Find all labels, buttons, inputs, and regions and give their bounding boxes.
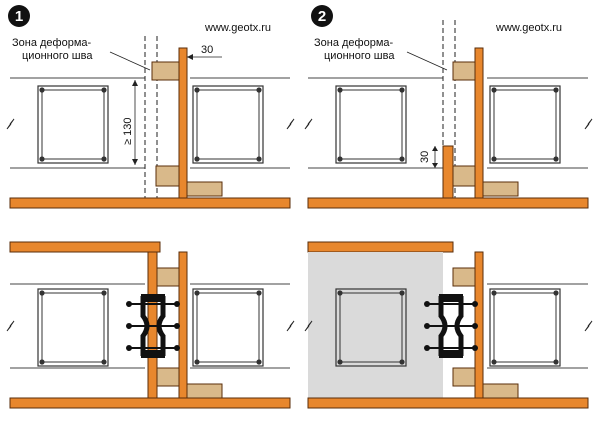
dimension-side: ≥ 130: [122, 118, 134, 145]
spacer-block: [452, 367, 476, 387]
joint-zone-label-line2: ционного шва: [324, 50, 395, 62]
formwork-board: [178, 251, 188, 399]
panel-number-badge: [8, 5, 30, 27]
top-board: [307, 241, 454, 253]
panel-number: 1: [15, 8, 23, 25]
spacer-block: [155, 165, 180, 187]
joint-zone-label-line1: Зона деформа-: [12, 37, 92, 49]
joint-zone-label-line2: ционного шва: [22, 50, 93, 62]
panel-1: 1 www.geotx.ru Зона деформа- ционного шв…: [6, 5, 295, 209]
panel-4: [304, 241, 593, 409]
spacer-block: [482, 383, 519, 399]
source-url: www.geotx.ru: [204, 22, 271, 34]
spacer-block: [482, 181, 519, 197]
formwork-board: [178, 47, 188, 199]
base-board: [307, 397, 589, 409]
spacer-block: [156, 367, 180, 387]
spacer-block: [156, 267, 180, 287]
waterstop: [424, 294, 478, 358]
source-url: www.geotx.ru: [495, 22, 562, 34]
formwork-board: [474, 47, 484, 199]
panel-2: 2 www.geotx.ru Зона деформа- ционного шв…: [304, 5, 593, 209]
cast-concrete: [308, 252, 443, 398]
panel-3: [6, 241, 295, 409]
dimension-side: 30: [419, 151, 431, 163]
top-board: [9, 241, 161, 253]
spacer-block: [452, 61, 476, 81]
spacer-block: [151, 61, 180, 81]
formwork-board-short: [442, 145, 454, 199]
spacer-block: [452, 267, 476, 287]
spacer-block: [186, 181, 223, 197]
label-leader: [406, 51, 448, 71]
label-leader: [109, 51, 151, 71]
dimension-top: 30: [201, 44, 213, 56]
base-board: [307, 197, 589, 209]
base-board: [9, 397, 291, 409]
spacer-block: [186, 383, 223, 399]
panel-number-badge: [311, 5, 333, 27]
panel-number: 2: [318, 8, 326, 25]
spacer-block: [452, 165, 476, 187]
joint-zone-label-line1: Зона деформа-: [314, 37, 394, 49]
waterstop: [126, 294, 180, 358]
base-board: [9, 197, 291, 209]
